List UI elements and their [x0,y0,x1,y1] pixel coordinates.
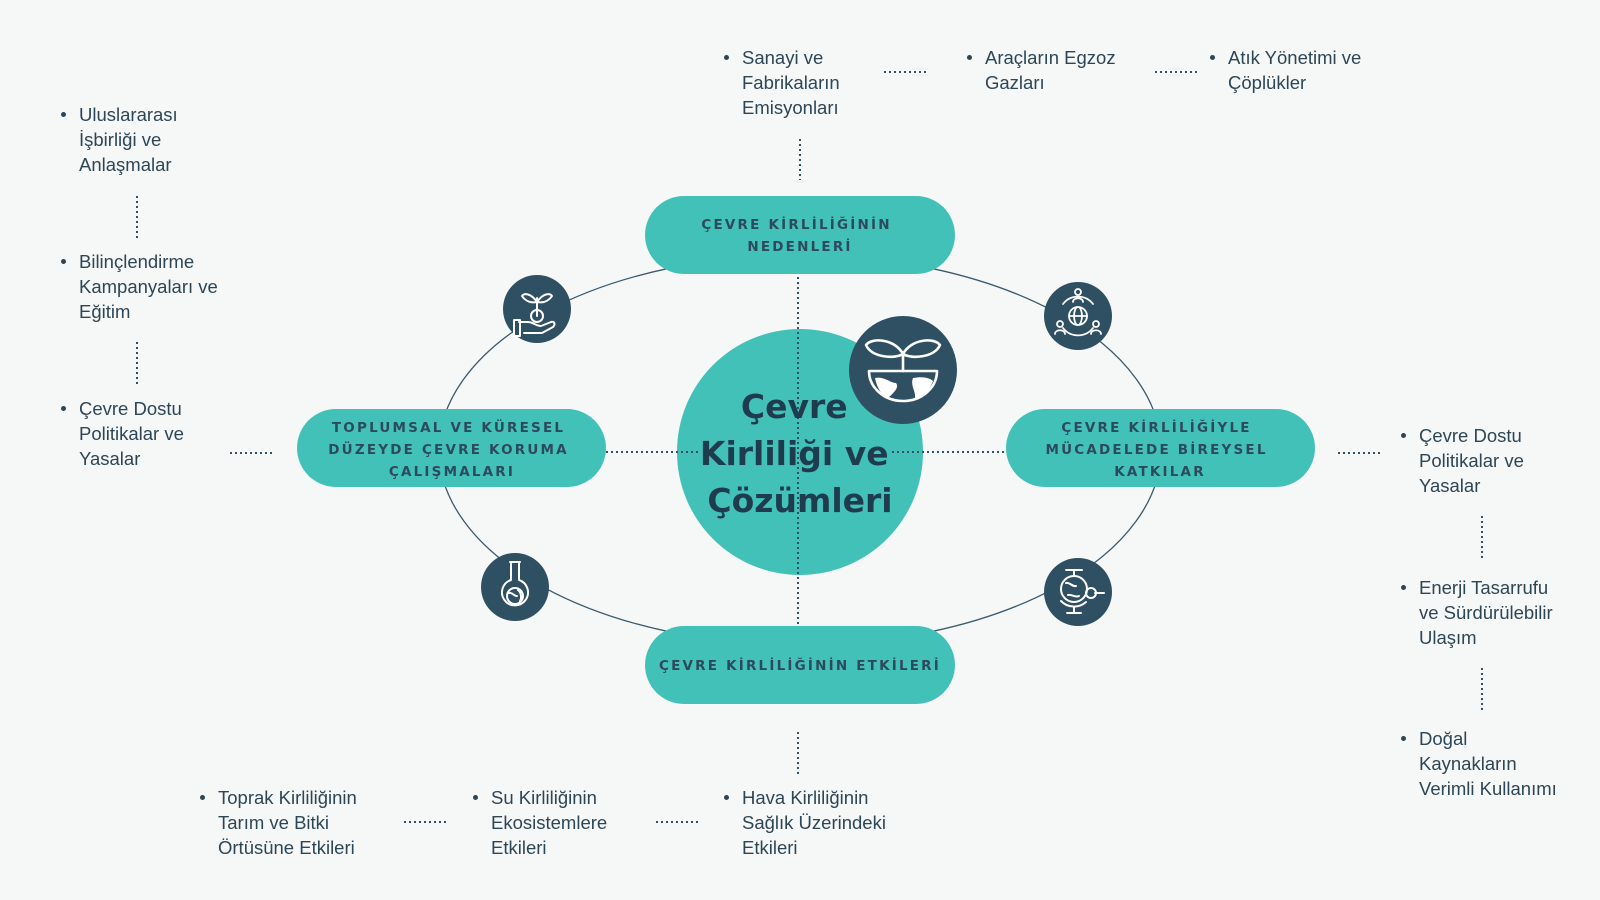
list-item: Doğal Kaynakların Verimli Kullanımı [1401,728,1557,799]
list-item: Toprak Kirliliğinin Tarım ve Bitki Örtüs… [200,787,357,858]
list-item: Uluslararası İşbirliği ve Anlaşmalar [61,104,178,175]
individual-item-3: Doğal Kaynakların Verimli Kullanımı [1401,726,1557,801]
hand-plant-icon [503,275,571,343]
society-item-1: Uluslararası İşbirliği ve Anlaşmalar [61,102,178,177]
plant-globe-icon [849,316,957,424]
globe-flask-icon [481,553,549,621]
society-item-2: Bilinçlendirme Kampanyaları ve Eğitim [61,249,218,324]
causes-item-2: Araçların Egzoz Gazları [967,45,1116,95]
society-item-3: Çevre Dostu Politikalar ve Yasalar [61,396,184,471]
effects-item-2: Su Kirliliğinin Ekosistemlere Etkileri [472,785,608,860]
pill-individual[interactable] [1006,409,1315,487]
pill-causes[interactable] [645,196,955,274]
pill-effects[interactable] [645,626,955,704]
list-item: Su Kirliliğinin Ekosistemlere Etkileri [472,787,608,858]
individual-item-1: Çevre Dostu Politikalar ve Yasalar [1401,423,1524,498]
dotted-connectors [136,71,1483,823]
center-title: Çevre Kirliliği ve Çözümleri [700,387,900,520]
pill-society[interactable] [297,409,606,487]
effects-item-1: Toprak Kirliliğinin Tarım ve Bitki Örtüs… [200,785,357,860]
list-item: Enerji Tasarrufu ve Sürdürülebilir Ulaşı… [1401,577,1553,648]
list-item: Sanayi ve Fabrikaların Emisyonları [724,47,840,118]
global-community-icon [1044,282,1112,350]
list-item: Araçların Egzoz Gazları [967,47,1116,93]
list-item: Çevre Dostu Politikalar ve Yasalar [1401,425,1524,496]
pill-individual-title: ÇEVRE KİRLİLİĞİYLE MÜCADELEDE BİREYSEL K… [1045,418,1274,480]
list-item: Çevre Dostu Politikalar ve Yasalar [61,398,184,469]
list-item: Hava Kirliliğinin Sağlık Üzerindeki Etki… [724,787,886,858]
pill-causes-title: ÇEVRE KİRLİLİĞİNİN NEDENLERİ [701,215,898,255]
effects-item-3: Hava Kirliliğinin Sağlık Üzerindeki Etki… [724,785,886,860]
list-item: Atık Yönetimi ve Çöplükler [1209,47,1362,93]
pill-society-title: TOPLUMSAL VE KÜRESEL DÜZEYDE ÇEVRE KORUM… [328,418,575,480]
list-item: Bilinçlendirme Kampanyaları ve Eğitim [61,251,218,322]
causes-item-1: Sanayi ve Fabrikaların Emisyonları [724,45,840,120]
pill-effects-title: ÇEVRE KİRLİLİĞİNİN ETKİLERİ [659,656,941,674]
causes-item-3: Atık Yönetimi ve Çöplükler [1209,45,1362,95]
globe-magnifier-icon [1044,558,1112,626]
individual-item-2: Enerji Tasarrufu ve Sürdürülebilir Ulaşı… [1401,575,1553,650]
